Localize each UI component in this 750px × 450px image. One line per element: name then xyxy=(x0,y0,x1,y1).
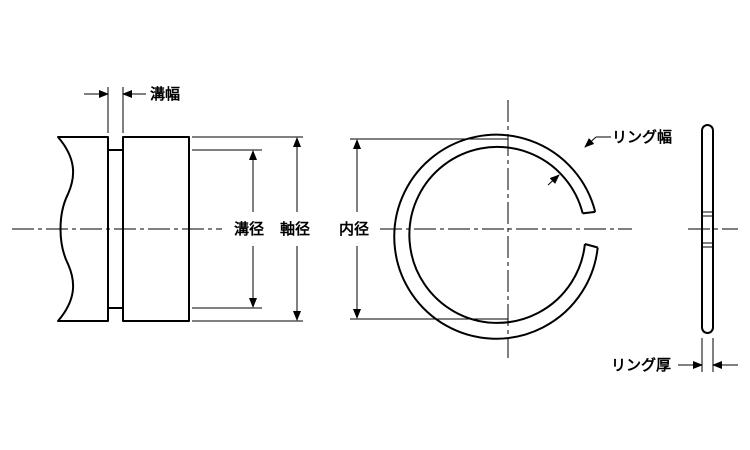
ring-side-profile xyxy=(701,124,714,334)
shaft-diameter-dimension: 軸径 xyxy=(192,136,310,322)
groove-diameter-dimension: 溝径 xyxy=(192,149,264,309)
inner-diameter-dimension: 内径 xyxy=(339,138,508,320)
shaft-side-view xyxy=(57,136,190,322)
shaft-end-section xyxy=(122,136,190,322)
ring-gap-end-lower xyxy=(584,243,598,249)
groove-width-dimension: 溝幅 xyxy=(84,85,180,133)
ring-inner-edge xyxy=(408,145,586,324)
ring-width-callout: リング幅 xyxy=(547,128,672,186)
ring-width-label: リング幅 xyxy=(612,128,672,146)
snap-ring-side-view xyxy=(701,124,714,334)
snap-ring-front-view xyxy=(393,133,599,340)
ring-outer-edge xyxy=(393,133,599,340)
ring-gap-end-upper xyxy=(582,210,596,215)
groove-width-label: 溝幅 xyxy=(150,85,180,103)
ring-thickness-dimension: リング厚 xyxy=(611,338,738,374)
center-lines xyxy=(12,100,738,358)
shaft-body xyxy=(57,136,109,322)
ring-thickness-label: リング厚 xyxy=(611,356,671,374)
inner-diameter-label: 内径 xyxy=(339,220,369,238)
groove-diameter-label: 溝径 xyxy=(234,220,264,238)
shaft-diameter-label: 軸径 xyxy=(280,220,310,238)
